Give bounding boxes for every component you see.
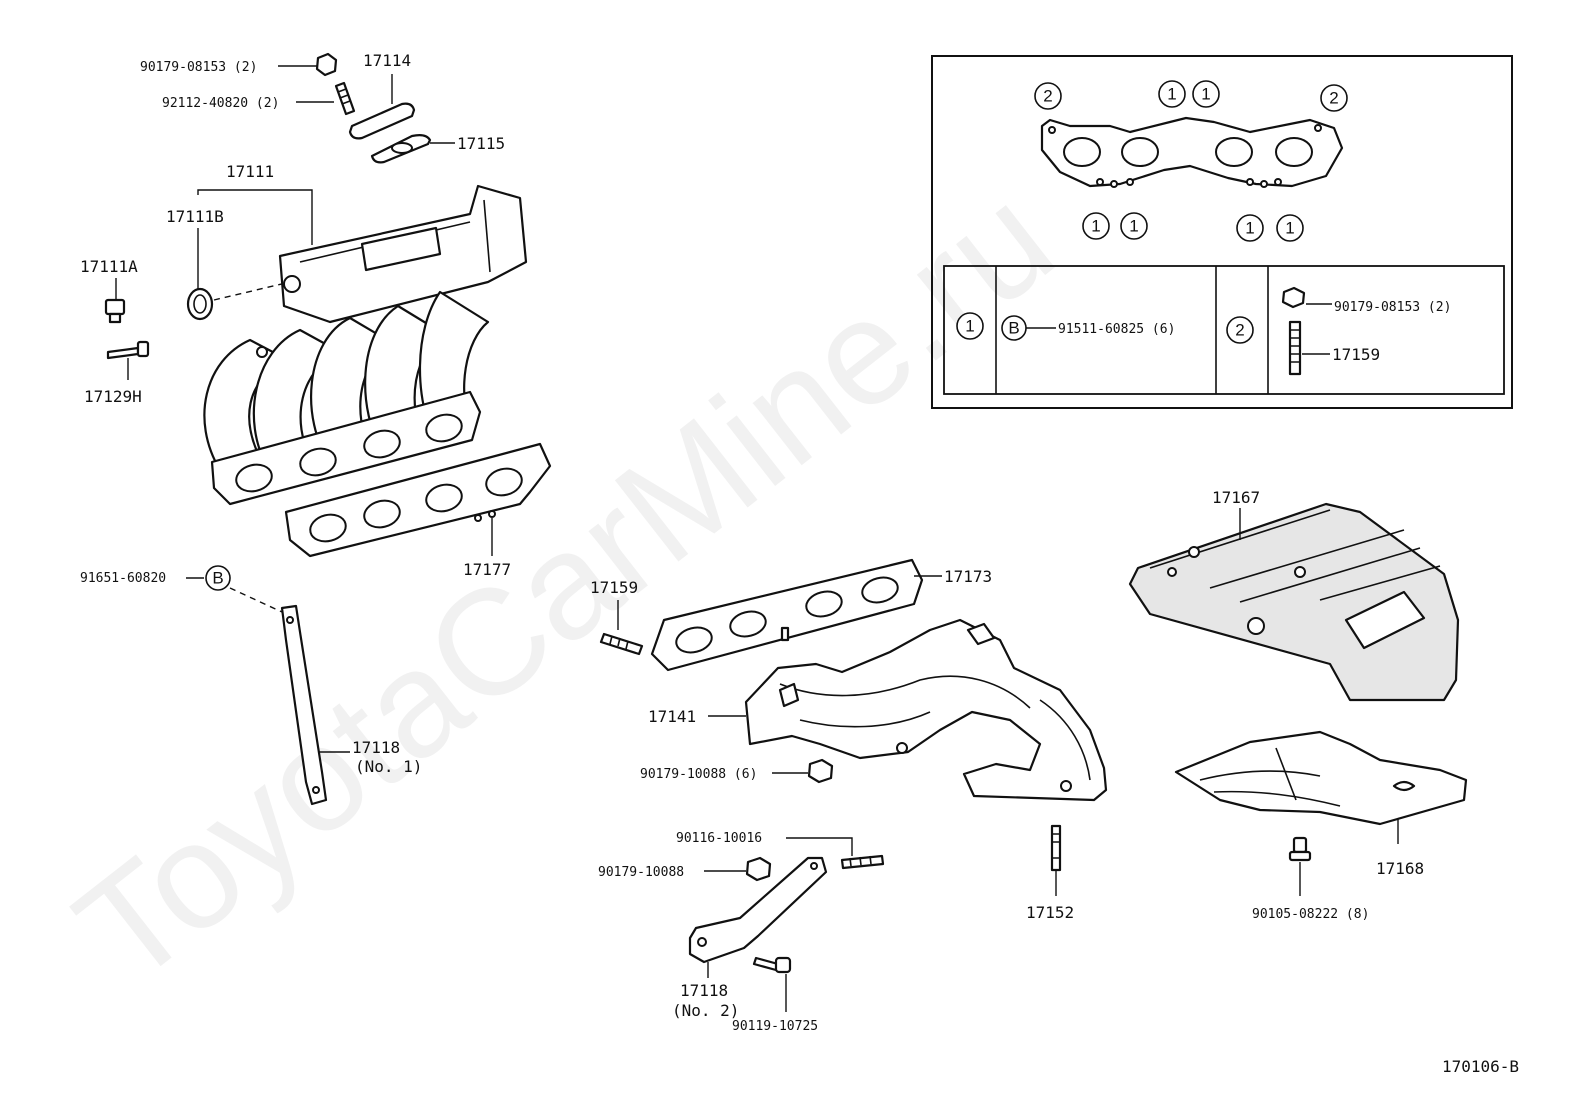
label-17111: 17111 xyxy=(226,162,274,181)
stud-17159[interactable] xyxy=(599,632,644,656)
table-marker-2: 2 xyxy=(1226,316,1254,344)
marker-1-top-a: 1 xyxy=(1158,80,1186,108)
nut-90179-08153-top[interactable] xyxy=(315,52,338,77)
label-17168: 17168 xyxy=(1376,859,1424,878)
label-17115: 17115 xyxy=(457,134,505,153)
bolt-17129H[interactable] xyxy=(106,340,150,360)
marker-1-top-b: 1 xyxy=(1192,80,1220,108)
label-17141: 17141 xyxy=(648,707,696,726)
table-part-17159: 17159 xyxy=(1332,345,1380,364)
plug-17111B[interactable] xyxy=(186,287,214,321)
label-90179-08153-top: 90179-08153 (2) xyxy=(140,60,257,75)
watermark-text: ToyotaCarMine.ru xyxy=(46,154,1082,1015)
svg-text:B: B xyxy=(1008,319,1019,338)
label-17173: 17173 xyxy=(944,567,992,586)
svg-text:1: 1 xyxy=(1091,217,1100,236)
label-17114: 17114 xyxy=(363,51,411,70)
svg-text:1: 1 xyxy=(1245,219,1254,238)
marker-1-bottom-c: 1 xyxy=(1236,214,1264,242)
gasket-17177[interactable] xyxy=(284,442,552,558)
svg-text:1: 1 xyxy=(1129,217,1138,236)
label-17118-no2: 17118 xyxy=(680,981,728,1000)
label-17118-no2-sub: (No. 2) xyxy=(672,1001,739,1020)
table-marker-1: 1 xyxy=(956,312,984,340)
bolt-17111A[interactable] xyxy=(104,298,126,324)
table-stud[interactable] xyxy=(1288,320,1302,376)
svg-text:2: 2 xyxy=(1043,87,1052,106)
gasket-17114[interactable] xyxy=(348,102,416,140)
table-nut[interactable] xyxy=(1281,286,1306,309)
table-part-90179-08153: 90179-08153 (2) xyxy=(1334,300,1451,315)
label-90179-10088-6: 90179-10088 (6) xyxy=(640,767,757,782)
exhaust-manifold-17141[interactable] xyxy=(744,618,1108,802)
label-17129H: 17129H xyxy=(84,387,142,406)
stud-92112-40820[interactable] xyxy=(334,81,356,116)
label-90179-10088: 90179-10088 xyxy=(598,865,684,880)
label-17111A: 17111A xyxy=(80,257,138,276)
bracket-17118-no1[interactable] xyxy=(280,604,328,806)
stud-17152[interactable] xyxy=(1050,824,1062,872)
nut-90179-10088-6[interactable] xyxy=(807,758,834,784)
marker-2-top-left: 2 xyxy=(1034,82,1062,110)
table-marker-b: B xyxy=(1001,315,1027,341)
marker-1-bottom-a: 1 xyxy=(1082,212,1110,240)
label-17118-no1-sub: (No. 1) xyxy=(355,757,422,776)
gasket-17173[interactable] xyxy=(650,558,924,672)
marker-2-top-right: 2 xyxy=(1320,84,1348,112)
label-17111B: 17111B xyxy=(166,207,224,226)
svg-text:2: 2 xyxy=(1329,89,1338,108)
table-part-91511-60825: 91511-60825 (6) xyxy=(1058,322,1175,337)
label-17177: 17177 xyxy=(463,560,511,579)
marker-1-bottom-d: 1 xyxy=(1276,214,1304,242)
diagram-code: 170106-B xyxy=(1442,1057,1519,1076)
inset-gasket[interactable] xyxy=(1040,116,1344,188)
label-91651-60820: 91651-60820 xyxy=(80,571,166,586)
svg-text:1: 1 xyxy=(965,317,974,336)
heat-insulator-17167[interactable] xyxy=(1128,502,1460,702)
marker-1-bottom-b: 1 xyxy=(1120,212,1148,240)
svg-text:1: 1 xyxy=(1201,85,1210,104)
nut-90179-10088[interactable] xyxy=(745,856,772,882)
svg-text:2: 2 xyxy=(1235,321,1244,340)
inset-box: 2 1 1 2 1 1 1 1 1 B 91511-60825 (6) 2 90… xyxy=(931,55,1513,409)
intake-manifold-17111[interactable] xyxy=(203,184,528,506)
heat-insulator-17168[interactable] xyxy=(1174,730,1468,826)
bracket-17118-no2[interactable] xyxy=(688,856,828,964)
gasket-17115[interactable] xyxy=(370,134,432,164)
label-92112-40820: 92112-40820 (2) xyxy=(162,96,279,111)
label-17118-no1: 17118 xyxy=(352,738,400,757)
label-17159: 17159 xyxy=(590,578,638,597)
svg-text:1: 1 xyxy=(1285,219,1294,238)
svg-text:B: B xyxy=(212,569,223,588)
label-90105-08222: 90105-08222 (8) xyxy=(1252,907,1369,922)
bolt-90105-08222[interactable] xyxy=(1288,836,1312,862)
label-90116-10016: 90116-10016 xyxy=(676,831,762,846)
bolt-90119-10725[interactable] xyxy=(752,956,792,974)
label-17167: 17167 xyxy=(1212,488,1260,507)
marker-b-left: B xyxy=(205,565,231,591)
label-17152: 17152 xyxy=(1026,903,1074,922)
stud-90116-10016[interactable] xyxy=(840,854,885,870)
svg-text:1: 1 xyxy=(1167,85,1176,104)
label-90119-10725: 90119-10725 xyxy=(732,1019,818,1034)
